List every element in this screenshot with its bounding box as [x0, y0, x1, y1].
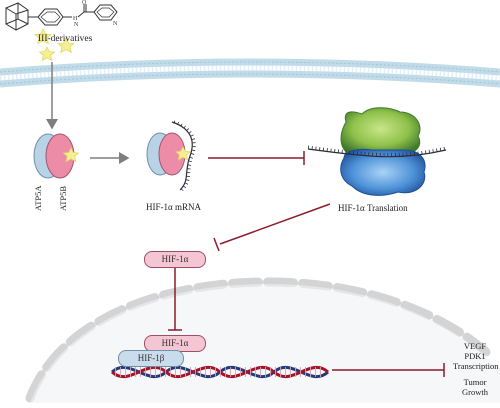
target-vegf: VEGF — [463, 341, 487, 351]
star-icon — [57, 37, 75, 54]
star-icon — [34, 28, 52, 45]
target-genes: VEGF PDK1 Transcription — [453, 341, 499, 371]
ribosome-small-subunit — [340, 148, 426, 196]
translation-to-hif-inhibition — [213, 203, 331, 252]
bound-star-icon — [62, 147, 80, 163]
nuclear-envelope — [25, 277, 491, 403]
target-transcription: Transcription — [453, 361, 499, 371]
translating-mrna — [307, 148, 447, 158]
dna-to-targets-inhibition — [332, 363, 445, 377]
mrna-strand — [171, 121, 193, 191]
pyridine-n-label: N — [113, 21, 118, 27]
translation-label: HIF-1α Translation — [338, 203, 408, 213]
outcome-growth: Growth — [462, 387, 488, 397]
star-icon — [38, 46, 56, 62]
mrna-complex — [146, 120, 196, 192]
atp-synthase-complex — [33, 133, 80, 179]
svg-text:N: N — [74, 22, 79, 28]
mrna-label: HIF-1α mRNA — [146, 202, 201, 212]
hif1a-nucleus-pill: HIF-1α — [144, 335, 206, 352]
outcome-tumor: Tumor — [463, 377, 487, 387]
ribosome-large-subunit — [340, 107, 421, 155]
compound-stars — [34, 28, 75, 62]
compound-label: III-derivatives — [38, 34, 93, 44]
mrna-to-translation-inhibition — [208, 151, 305, 165]
svg-text:O: O — [82, 0, 87, 6]
outcome: Tumor Growth — [455, 377, 495, 397]
bound-star-icon — [175, 146, 191, 161]
hif1a-cytoplasm-pill: HIF-1α — [144, 251, 206, 268]
compound-structure — [5, 2, 118, 31]
atp5b-label: ATP5B — [58, 185, 68, 211]
cell-membrane — [0, 58, 500, 88]
dna-helix — [111, 365, 329, 379]
hif1b-pill: HIF-1β — [118, 350, 184, 367]
ribosome — [307, 107, 447, 196]
svg-text:H: H — [73, 16, 78, 22]
atp5a-label: ATP5A — [33, 185, 43, 211]
target-pdk1: PDK1 — [464, 351, 486, 361]
hif-to-nucleus-inhibition — [168, 266, 182, 331]
